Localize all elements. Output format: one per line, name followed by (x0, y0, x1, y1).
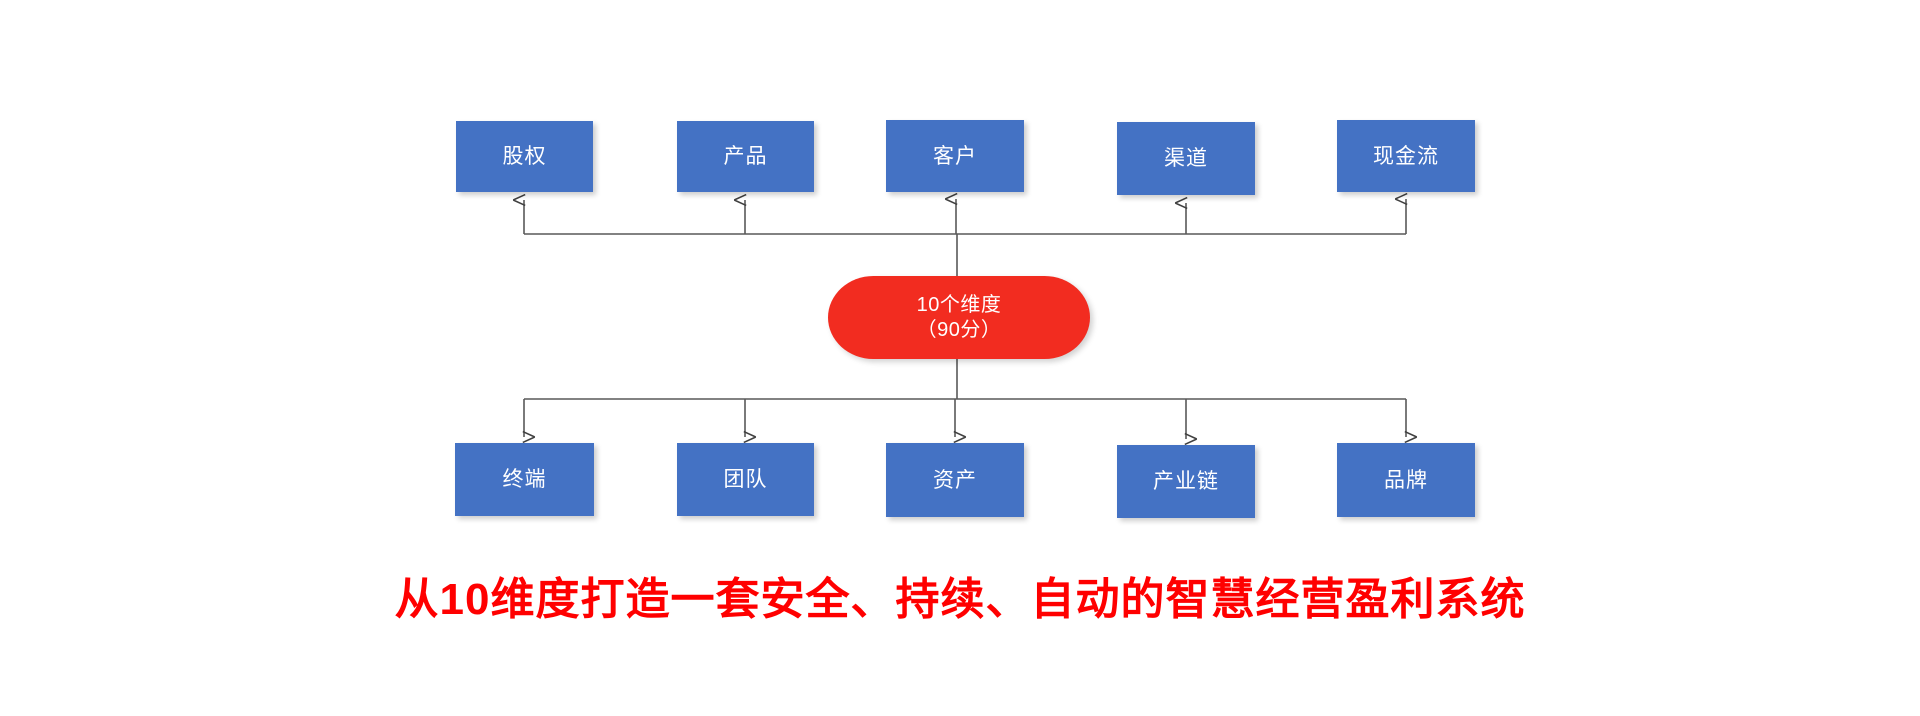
center-node-line1: 10个维度 (916, 294, 1002, 317)
top-node-product-label: 产品 (723, 145, 768, 168)
top-node-equity-label: 股权 (502, 145, 547, 168)
top-node-cashflow[interactable]: 现金流 (1337, 120, 1475, 192)
top-node-customer[interactable]: 客户 (886, 120, 1024, 192)
center-node-line2: （90分） (916, 318, 1002, 341)
top-node-customer-label: 客户 (933, 144, 977, 168)
top-node-channel-label: 渠道 (1164, 147, 1208, 170)
bottom-node-brand-label: 品牌 (1384, 468, 1428, 492)
bottom-node-team-label: 团队 (723, 468, 768, 491)
bottom-node-industry-chain[interactable]: 产业链 (1117, 445, 1255, 518)
upper-connector-group (512, 192, 1408, 276)
bottom-node-brand[interactable]: 品牌 (1337, 443, 1475, 517)
bottom-node-team[interactable]: 团队 (677, 443, 814, 516)
top-node-equity[interactable]: 股权 (456, 121, 593, 192)
top-node-product[interactable]: 产品 (677, 121, 814, 192)
center-node-dimensions[interactable]: 10个维度 （90分） (828, 276, 1090, 359)
top-node-channel[interactable]: 渠道 (1117, 122, 1255, 195)
bottom-node-terminal[interactable]: 终端 (455, 443, 594, 516)
top-node-cashflow-label: 现金流 (1373, 144, 1439, 168)
bottom-node-assets-label: 资产 (933, 468, 977, 492)
bottom-node-terminal-label: 终端 (502, 468, 547, 491)
bottom-node-assets[interactable]: 资产 (886, 443, 1024, 517)
lower-connector-group (522, 359, 1418, 446)
bottom-node-industry-chain-label: 产业链 (1153, 470, 1219, 493)
diagram-caption: 从10维度打造一套安全、持续、自动的智慧经营盈利系统 (394, 575, 1526, 624)
